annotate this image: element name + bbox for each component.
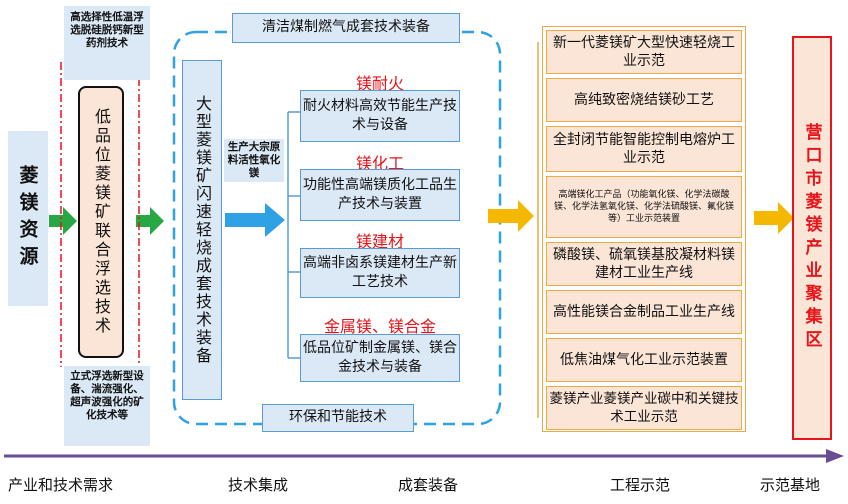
demo-item-5: 磷酸镁、硫氧镁基胶凝材料镁建材工业生产线 (546, 242, 742, 286)
core-tech-text: 低品位菱镁矿联合浮选技术 (92, 108, 111, 336)
demo-item-6: 高性能镁合金制品工业生产线 (546, 290, 742, 334)
demo-bracket (537, 42, 539, 418)
stage-label-1: 产业和技术需求 (8, 476, 114, 494)
demo-item-8: 菱镁产业菱镁产业碳中和关键技术工业示范 (546, 386, 742, 430)
group-title-metal: 金属镁、镁合金 (323, 317, 436, 336)
integration-text: 大型菱镁矿闪速轻烧成套技术装备 (193, 95, 212, 365)
top-note-box: 高选择性低温浮选脱硅脱钙新型药剂技术 (64, 6, 150, 80)
group-box-chemical: 功能性高端镁质化工品生产技术与装置 (300, 169, 460, 221)
demo-item-1: 新一代菱镁矿大型快速轻烧工业示范 (546, 30, 742, 74)
top-banner: 清洁煤制燃气成套技术装备 (232, 13, 460, 43)
demo-text-4: 高端镁化工产品（功能氧化镁、化学法碳酸镁、化学法氢氧化镁、化学法硫酸镁、氟化镁等… (553, 190, 734, 224)
demo-item-3: 全封闭节能智能控制电熔炉工业示范 (546, 126, 742, 172)
demo-text-1: 新一代菱镁矿大型快速轻烧工业示范 (553, 35, 735, 69)
green-arrow-2 (136, 207, 164, 235)
base-text: 营口市菱镁产业聚集区 (801, 123, 822, 353)
core-tech-box: 低品位菱镁矿联合浮选技术 (78, 86, 124, 358)
demo-text-6: 高性能镁合金制品工业生产线 (553, 304, 735, 320)
group-body-chemical: 功能性高端镁质化工品生产技术与装置 (303, 177, 457, 212)
demo-text-8: 菱镁产业菱镁产业碳中和关键技术工业示范 (549, 391, 739, 425)
group-title-chemical: 镁化工 (355, 154, 404, 173)
bottom-note-box: 立式浮选新型设备、湍流强化、超声波强化的矿化技术等 (64, 366, 150, 446)
demo-text-5: 磷酸镁、硫氧镁基胶凝材料镁建材工业生产线 (553, 247, 735, 281)
group-body-building: 高端非卤系镁建材生产新工艺技术 (303, 255, 457, 290)
demo-item-4: 高端镁化工产品（功能氧化镁、化学法碳酸镁、化学法氢氧化镁、化学法硫酸镁、氟化镁等… (546, 176, 742, 238)
bottom-banner: 环保和节能技术 (262, 404, 414, 432)
blue-arrow (225, 203, 285, 237)
demo-text-7: 低焦油煤气化工业示范装置 (560, 352, 728, 368)
base-box: 营口市菱镁产业聚集区 (792, 36, 832, 440)
group-box-refractory: 耐火材料高效节能生产技术与设备 (300, 90, 460, 142)
demo-item-2: 高纯致密烧结镁砂工艺 (546, 78, 742, 122)
demo-item-7: 低焦油煤气化工业示范装置 (546, 338, 742, 382)
orange-arrow-2 (754, 202, 794, 234)
resource-box: 菱镁资源 (8, 131, 48, 306)
group-body-refractory: 耐火材料高效节能生产技术与设备 (303, 98, 457, 133)
group-title-building: 镁建材 (355, 232, 404, 251)
demo-text-3: 全封闭节能智能控制电熔炉工业示范 (553, 132, 735, 166)
group-title-refractory: 镁耐火 (355, 74, 404, 93)
stage-label-3: 成套装备 (398, 476, 459, 494)
arrow-label: 生产大宗原料活性氧化镁 (224, 139, 284, 182)
group-body-metal: 低品位矿制金属镁、镁合金技术与装备 (303, 340, 457, 375)
orange-arrow-1 (488, 200, 534, 232)
stage-label-4: 工程示范 (610, 476, 671, 494)
group-box-metal: 低品位矿制金属镁、镁合金技术与装备 (300, 334, 460, 382)
green-arrow-1 (49, 207, 77, 235)
timeline-arrow (4, 449, 844, 463)
resource-text: 菱镁资源 (16, 164, 39, 273)
red-dashdot-frame (60, 62, 140, 367)
group-box-building: 高端非卤系镁建材生产新工艺技术 (300, 248, 460, 298)
stage-label-2: 技术集成 (228, 476, 289, 494)
integration-box: 大型菱镁矿闪速轻烧成套技术装备 (182, 60, 222, 400)
stage-label-5: 示范基地 (760, 476, 821, 494)
demo-text-2: 高纯致密烧结镁砂工艺 (574, 92, 714, 108)
